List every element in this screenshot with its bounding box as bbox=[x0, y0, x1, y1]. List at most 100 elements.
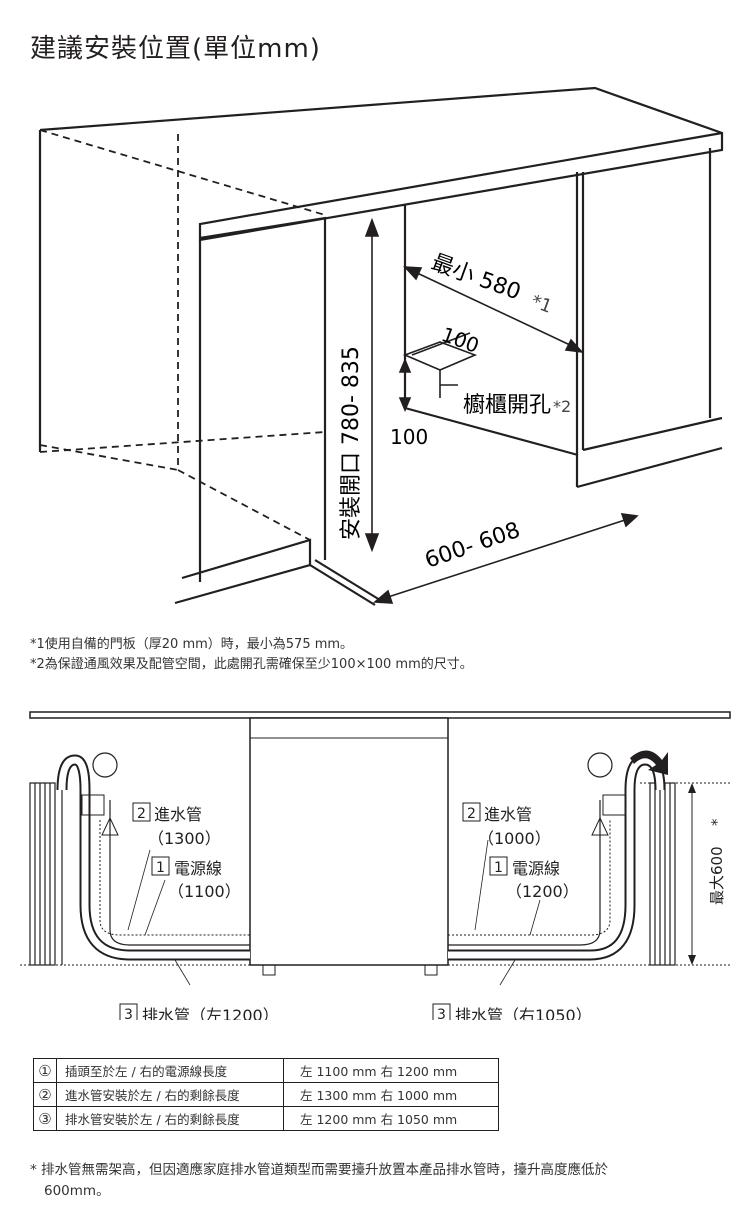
left-drain-label: 排水管（左1200） bbox=[142, 1006, 279, 1020]
hidden-edge bbox=[177, 469, 311, 541]
cabinet-installation-diagram: 最小 580 *1 100 100 櫥櫃開孔 *2 安裝開口 780- 835 … bbox=[38, 86, 724, 606]
right-power-label: 電源線 bbox=[512, 859, 560, 878]
footnote-mark: * bbox=[30, 1162, 37, 1178]
right-inlet-num: 2 bbox=[467, 806, 476, 822]
hidden-edge bbox=[39, 129, 326, 216]
right-power-num: 1 bbox=[494, 860, 503, 876]
page-title: 建議安裝位置(單位mm) bbox=[30, 34, 321, 64]
leader-line bbox=[127, 849, 151, 931]
number-box bbox=[151, 856, 170, 876]
right-drain-num: 3 bbox=[437, 1007, 446, 1020]
note-1: *1使用自備的門板（厚20 mm）時，最小為575 mm。 bbox=[30, 637, 354, 652]
left-inlet-length: （1300） bbox=[148, 829, 221, 848]
number-box bbox=[119, 1003, 138, 1020]
number-box bbox=[462, 802, 481, 822]
hole-height-label: 100 bbox=[390, 425, 428, 449]
left-tap-icon bbox=[92, 752, 118, 778]
left-plug-icon bbox=[101, 816, 119, 836]
right-inlet-length: （1000） bbox=[478, 829, 551, 848]
right-cabinet-bottom bbox=[582, 416, 723, 452]
hole-mark: *2 bbox=[553, 397, 571, 416]
width-label: 600- 608 bbox=[422, 518, 524, 574]
opening-floor-edge bbox=[404, 406, 579, 457]
arrowhead bbox=[398, 397, 412, 413]
leader-line bbox=[529, 899, 541, 936]
rotate-arrow-icon bbox=[630, 750, 668, 775]
left-inlet-num: 2 bbox=[137, 806, 146, 822]
dishwasher-foot bbox=[424, 964, 438, 976]
row-desc: 排水管安裝於左 / 右的剩餘長度 bbox=[56, 1106, 284, 1131]
cabinet-hole-outline bbox=[402, 341, 478, 371]
hole-width-label: 100 bbox=[438, 322, 482, 358]
dishwasher-foot bbox=[262, 964, 276, 976]
footnote-text-2: 600mm。 bbox=[44, 1183, 110, 1199]
footnote-text: 排水管無需架高，但因適應家庭排水管道類型而需要擡升放置本產品排水管時，擡升高度應… bbox=[41, 1162, 609, 1178]
right-pipe-ribs bbox=[654, 783, 671, 965]
arrowhead bbox=[364, 533, 380, 553]
footnote: * 排水管無需架高，但因適應家庭排水管道類型而需要擡升放置本產品排水管時，擡升高… bbox=[30, 1160, 730, 1202]
row-value: 左 1100 mm 右 1200 mm bbox=[283, 1058, 499, 1083]
number-box bbox=[432, 1003, 451, 1020]
left-power-num: 1 bbox=[156, 860, 165, 876]
hose-length-diagram: 2 進水管 （1300） 1 電源線 （1100） 2 進水管 （1000） 1… bbox=[20, 711, 731, 1020]
row-num: ① bbox=[33, 1058, 57, 1083]
leader-line bbox=[474, 839, 489, 931]
arrowhead bbox=[620, 513, 639, 528]
right-wall-drain-pipe bbox=[649, 782, 676, 966]
right-drain-hose-inner bbox=[448, 756, 664, 959]
right-inlet-label: 進水管 bbox=[484, 805, 532, 824]
length-table: ① 插頭至於左 / 右的電源線長度 左 1100 mm 右 1200 mm ② … bbox=[33, 1058, 499, 1131]
left-inlet-label: 進水管 bbox=[154, 805, 202, 824]
leader-line bbox=[174, 959, 191, 986]
leader-line bbox=[144, 879, 166, 936]
left-socket-icon bbox=[81, 794, 105, 816]
left-power-label: 電源線 bbox=[174, 859, 222, 878]
hidden-edge bbox=[39, 444, 179, 471]
table-row: ① 插頭至於左 / 右的電源線長度 左 1100 mm 右 1200 mm bbox=[33, 1058, 499, 1083]
opening-label: 安裝開口 780- 835 bbox=[339, 346, 364, 540]
row-num: ② bbox=[33, 1082, 57, 1107]
hole-label: 櫥櫃開孔 bbox=[463, 393, 551, 418]
left-inlet-hose bbox=[109, 800, 250, 946]
number-box bbox=[132, 802, 151, 822]
row-desc: 插頭至於左 / 右的電源線長度 bbox=[56, 1058, 284, 1083]
depth-arrow bbox=[414, 271, 571, 346]
right-tap-icon bbox=[587, 752, 613, 778]
left-power-cord bbox=[99, 820, 250, 936]
max-height-mark: * bbox=[708, 818, 726, 826]
row-desc: 進水管安裝於左 / 右的剩餘長度 bbox=[56, 1082, 284, 1107]
left-drain-num: 3 bbox=[124, 1007, 133, 1020]
right-cabinet-plinth bbox=[576, 446, 723, 489]
table-row: ③ 排水管安裝於左 / 右的剩餘長度 左 1200 mm 右 1050 mm bbox=[33, 1106, 499, 1131]
table-row: ② 進水管安裝於左 / 右的剩餘長度 左 1300 mm 右 1000 mm bbox=[33, 1082, 499, 1107]
left-cabinet-side bbox=[199, 216, 327, 560]
hole-width-arrow bbox=[411, 332, 471, 356]
leader-line bbox=[499, 959, 516, 986]
left-cabinet-plinth bbox=[174, 538, 312, 605]
row-num: ③ bbox=[33, 1106, 57, 1131]
row-value: 左 1300 mm 右 1000 mm bbox=[283, 1082, 499, 1107]
left-drain-hose-inner bbox=[58, 756, 250, 959]
countertop bbox=[29, 711, 731, 719]
right-drain-label: 排水管（右1050） bbox=[455, 1006, 592, 1020]
depth-label: 最小 580 bbox=[428, 250, 524, 305]
floor-edge-outer bbox=[309, 564, 376, 606]
width-arrow bbox=[384, 519, 626, 599]
right-plug-icon bbox=[591, 816, 609, 836]
right-power-length: （1200） bbox=[506, 882, 579, 901]
arrowhead bbox=[403, 266, 423, 281]
row-value: 左 1200 mm 右 1050 mm bbox=[283, 1106, 499, 1131]
arrowhead bbox=[564, 338, 585, 354]
right-socket-icon bbox=[602, 794, 626, 816]
number-box bbox=[489, 856, 508, 876]
floor-edge-inner bbox=[314, 559, 381, 601]
left-pipe-ribs bbox=[34, 783, 51, 965]
left-power-length: （1100） bbox=[168, 882, 241, 901]
arrowhead bbox=[398, 357, 412, 373]
right-inlet-hose bbox=[448, 800, 601, 946]
right-power-cord bbox=[448, 820, 611, 936]
dishwasher-body bbox=[249, 717, 449, 966]
depth-mark: *1 bbox=[528, 291, 554, 318]
arrowhead bbox=[372, 589, 394, 604]
left-wall-drain-pipe bbox=[29, 782, 56, 966]
